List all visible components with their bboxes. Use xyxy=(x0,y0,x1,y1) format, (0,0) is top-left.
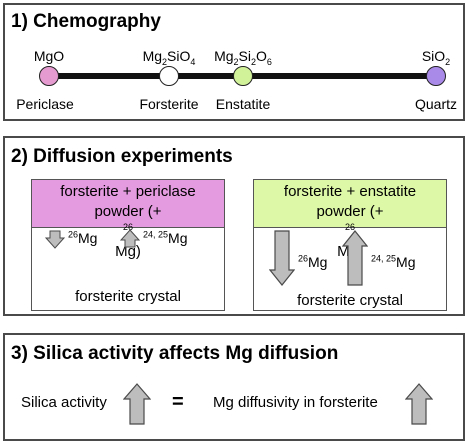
panel-title: 1) Chemography xyxy=(11,11,161,32)
silica-activity-panel: 3) Silica activity affects Mg diffusion … xyxy=(3,333,465,441)
crystal-label: forsterite crystal xyxy=(297,292,403,309)
arrow-up-icon xyxy=(405,383,433,425)
mg26-label: 26Mg xyxy=(298,253,328,270)
equals-sign: = xyxy=(172,391,184,413)
enstatite-experiment-box: forsterite + enstatite powder (+26Mg) 26… xyxy=(253,179,447,311)
enstatite-marker xyxy=(233,66,253,86)
forsterite-marker xyxy=(159,66,179,86)
quartz-formula: SiO2 xyxy=(421,48,451,67)
header-line-1: forsterite + periclase xyxy=(60,183,196,200)
silica-activity-label: Silica activity xyxy=(21,394,107,411)
forsterite-formula: Mg2SiO4 xyxy=(142,48,196,67)
enstatite-powder-header: forsterite + enstatite powder (+26Mg) xyxy=(254,180,446,260)
quartz-marker xyxy=(426,66,446,86)
header-line-1: forsterite + enstatite xyxy=(283,183,417,200)
diffusion-experiments-panel: 2) Diffusion experiments forsterite + pe… xyxy=(3,136,465,316)
mgo-formula: MgO xyxy=(33,48,65,64)
forsterite-label: Forsterite xyxy=(139,96,199,112)
quartz-label: Quartz xyxy=(414,96,458,112)
enstatite-label: Enstatite xyxy=(215,96,271,112)
arrow-down-icon xyxy=(269,230,295,286)
enstatite-formula: Mg2Si2O6 xyxy=(214,48,272,67)
arrow-up-icon xyxy=(120,229,140,248)
mg26-label: 26Mg xyxy=(68,229,98,246)
panel-title: 3) Silica activity affects Mg diffusion xyxy=(11,343,339,364)
crystal-label: forsterite crystal xyxy=(75,288,181,305)
arrow-up-icon xyxy=(342,230,368,286)
mg24-25-label: 24, 25Mg xyxy=(143,229,188,246)
mg-diffusivity-label: Mg diffusivity in forsterite xyxy=(213,394,378,411)
periclase-label: Periclase xyxy=(16,96,74,112)
periclase-marker xyxy=(39,66,59,86)
arrow-down-icon xyxy=(45,230,65,249)
panel-title: 2) Diffusion experiments xyxy=(11,146,233,167)
arrow-up-icon xyxy=(123,383,151,425)
chemography-panel: 1) Chemography MgO Periclase Mg2SiO4 For… xyxy=(3,3,465,121)
mg24-25-label: 24, 25Mg xyxy=(371,253,416,270)
